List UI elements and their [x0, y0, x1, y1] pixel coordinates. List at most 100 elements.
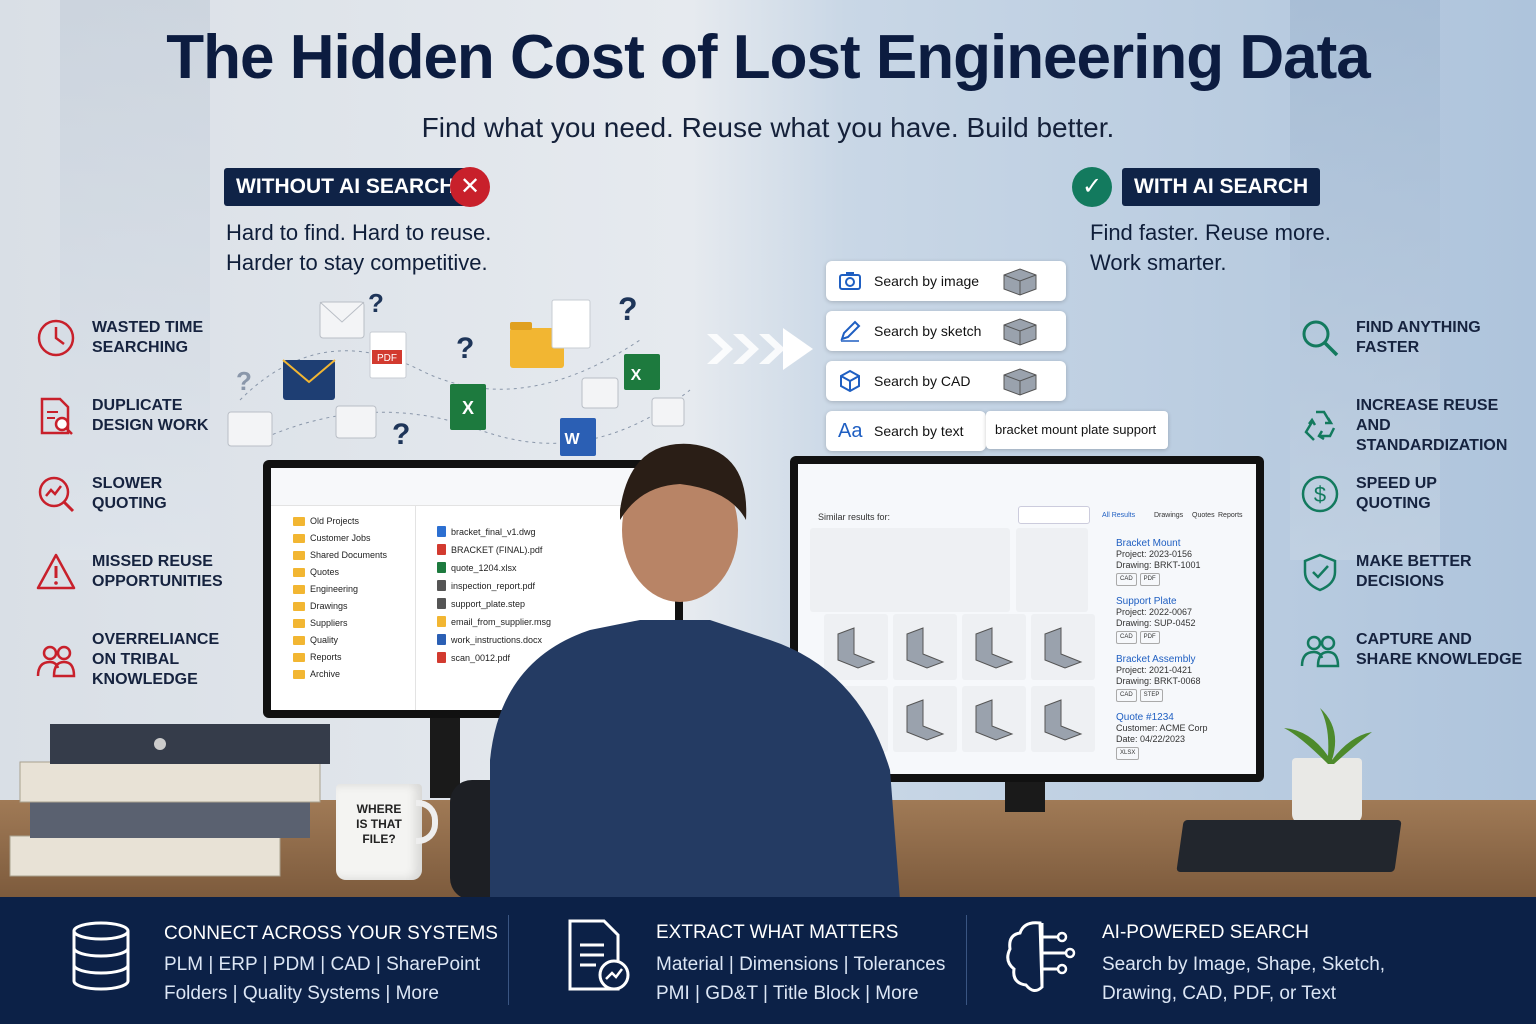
similar-results-label: Similar results for: [818, 512, 891, 522]
database-icon [72, 921, 130, 991]
explorer-toolbar [271, 468, 675, 506]
file-icon [437, 562, 446, 573]
brain-circuit-icon [1006, 921, 1076, 992]
search-mode-label: Search by text [874, 423, 964, 439]
file-icon [437, 580, 446, 591]
folder-icon [293, 601, 305, 611]
results-tab[interactable]: Reports [1218, 512, 1243, 519]
result-title: Bracket Mount [1116, 538, 1181, 549]
page-subtitle: Find what you need. Reuse what you have.… [421, 112, 1115, 143]
file-label: BRACKET (FINAL).pdf [451, 544, 543, 555]
folder-item[interactable]: Quality [293, 635, 338, 645]
engineer-figure [450, 443, 900, 900]
without-benefit-item: OVERRELIANCE ON TRIBAL KNOWLEDGE [36, 630, 219, 690]
file-label: quote_1204.xlsx [451, 562, 517, 573]
folder-item[interactable]: Shared Documents [293, 550, 387, 560]
file-item[interactable]: BRACKET (FINAL).pdf [437, 544, 542, 555]
part-thumbnail[interactable] [962, 686, 1026, 752]
bottom-col-1-head: CONNECT ACROSS YOUR SYSTEMS [164, 923, 498, 944]
bottom-col-3-line: Drawing, CAD, PDF, or Text [1102, 983, 1337, 1004]
file-item[interactable]: inspection_report.pdf [437, 580, 535, 591]
folder-label: Engineering [310, 584, 359, 594]
search-mode-camera[interactable]: Search by image [826, 261, 1066, 301]
without-benefit-item: WASTED TIME SEARCHING [36, 318, 203, 358]
scattered-files-illustration: PDF X X W ? ? ? ? ? [227, 288, 691, 456]
file-icon [437, 598, 446, 609]
binders-stack [9, 724, 330, 877]
folder-label: Shared Documents [310, 550, 388, 560]
folder-icon [510, 328, 564, 368]
folder-item[interactable]: Customer Jobs [293, 533, 371, 543]
file-item[interactable]: email_from_supplier.msg [437, 616, 551, 627]
folder-item[interactable]: Drawings [293, 601, 348, 611]
folder-item[interactable]: Suppliers [293, 618, 348, 628]
check-badge-icon: ✓ [1072, 167, 1112, 207]
file-type-chip: PDF [1139, 573, 1160, 586]
svg-text:X: X [631, 367, 642, 384]
folder-item[interactable]: Reports [293, 652, 342, 662]
folder-item[interactable]: Old Projects [293, 516, 359, 526]
folder-item[interactable]: Archive [293, 669, 340, 679]
with-benefit-label: MAKE BETTER DECISIONS [1356, 553, 1472, 590]
bottom-divider [966, 915, 967, 1005]
file-item[interactable]: support_plate.step [437, 598, 525, 609]
folder-label: Suppliers [310, 618, 348, 628]
camera-icon [839, 272, 861, 290]
folder-label: Old Projects [310, 516, 360, 526]
part-thumbnail[interactable] [893, 686, 957, 752]
search-text-query-box[interactable]: bracket mount plate support [986, 411, 1168, 449]
results-search-field[interactable] [1018, 506, 1090, 524]
background-window [1290, 0, 1440, 560]
part-thumbnail[interactable] [1031, 686, 1095, 752]
file-type-chip: CAD [1116, 573, 1137, 586]
plant-pot [1292, 758, 1362, 824]
file-icon [437, 526, 446, 537]
file-icon [437, 634, 446, 645]
folder-item[interactable]: Engineering [293, 584, 358, 594]
svg-text:$: $ [1314, 482, 1326, 507]
results-tab[interactable]: All Results [1102, 512, 1136, 519]
warning-icon [36, 553, 76, 590]
svg-text:W: W [564, 431, 580, 448]
cube-icon [840, 369, 860, 393]
question-mark: ? [368, 288, 384, 318]
result-detail: Drawing: BRKT-1001 [1116, 560, 1201, 570]
results-tab[interactable]: Quotes [1192, 512, 1215, 519]
part-thumbnail[interactable] [962, 614, 1026, 680]
pdf-label: PDF [377, 353, 397, 364]
people-icon [1300, 635, 1340, 668]
without-lead-line: Hard to find. Hard to reuse. [226, 220, 492, 245]
magnifier-icon [1302, 320, 1339, 357]
with-benefit-item: MAKE BETTER DECISIONS [1300, 552, 1472, 592]
folder-label: Archive [310, 669, 341, 679]
folder-item[interactable]: Quotes [293, 567, 339, 577]
with-benefit-label: FIND ANYTHING FASTER [1356, 319, 1481, 356]
part-thumbnail[interactable] [893, 614, 957, 680]
bracket-part-icon [837, 627, 876, 669]
ai-search-results-window[interactable]: Similar results for: All Results Drawings… [798, 464, 1256, 774]
without-benefit-label: DUPLICATE DESIGN WORK [92, 397, 209, 434]
result-detail: Date: 04/22/2023 [1116, 734, 1186, 744]
svg-text:X: X [462, 398, 474, 418]
chevron-arrow-icon [707, 328, 813, 370]
file-item[interactable]: quote_1204.xlsx [437, 562, 517, 573]
file-item[interactable]: bracket_final_v1.dwg [437, 526, 536, 537]
file-item[interactable]: scan_0012.pdf [437, 652, 510, 663]
search-mode-cube[interactable]: Search by CAD [826, 361, 1066, 401]
file-item[interactable]: work_instructions.docx [437, 634, 542, 645]
results-tab[interactable]: Drawings [1154, 512, 1184, 519]
file-icon [437, 652, 446, 663]
search-mode-pencil[interactable]: Search by sketch [826, 311, 1066, 351]
bracket-part-icon [975, 699, 1014, 741]
part-thumbnail[interactable] [824, 614, 888, 680]
folder-icon [293, 533, 305, 543]
part-thumbnail[interactable] [1031, 614, 1095, 680]
bottom-divider [508, 915, 509, 1005]
query-part-thumbnail [810, 528, 1010, 612]
